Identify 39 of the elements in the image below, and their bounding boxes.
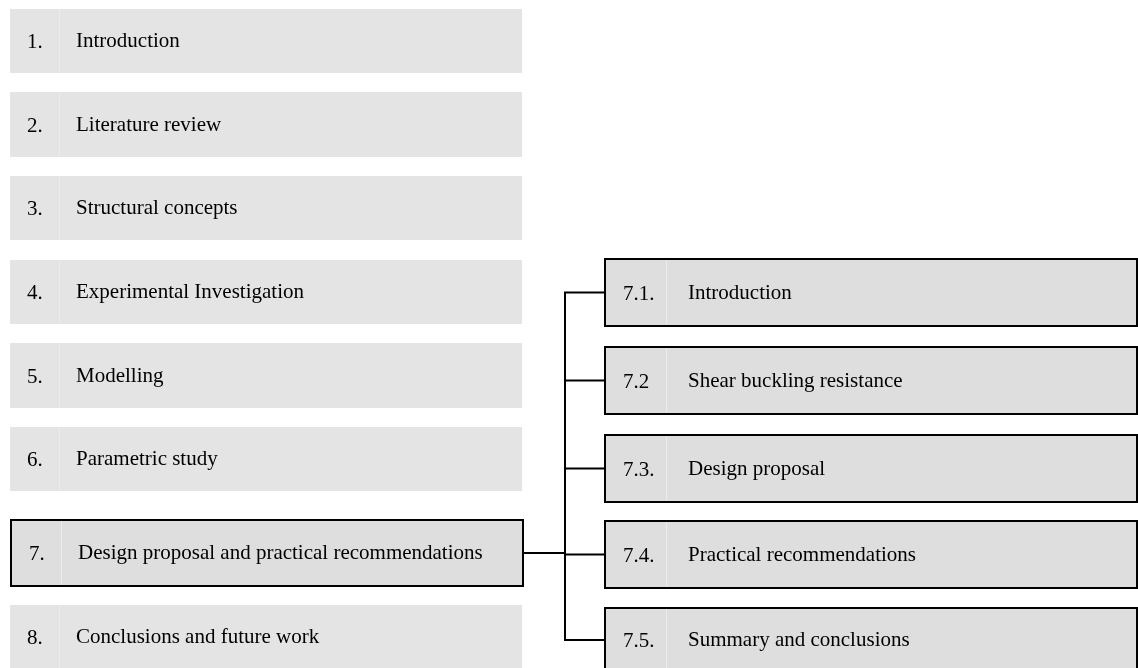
section-number: 7.5. — [623, 627, 655, 653]
section-box — [604, 258, 1138, 327]
section-number: 7.3. — [623, 456, 655, 481]
section-box — [10, 176, 522, 240]
section-number: 5. — [27, 363, 43, 388]
section-title: Design proposal and practical recommendations — [78, 541, 484, 565]
section-number: 7.4. — [623, 542, 655, 567]
section-box — [604, 607, 1138, 668]
section-title: Introduction — [76, 29, 181, 53]
section-title: Literature review — [76, 112, 223, 137]
section-box — [10, 9, 522, 73]
section-number: 8. — [27, 624, 43, 649]
section-title: Experimental Investigation — [76, 280, 306, 304]
section-title: Modelling — [76, 363, 165, 388]
section-box — [10, 605, 522, 668]
section-title: Conclusions and future work — [76, 624, 321, 649]
section-number: 7.1. — [623, 280, 655, 305]
section-box — [604, 434, 1138, 503]
section-title: Structural concepts — [76, 196, 239, 220]
section-title: Practical recommendations — [688, 542, 917, 567]
section-number: 7.2 — [623, 368, 650, 393]
section-title: Parametric study — [76, 447, 219, 471]
section-box — [10, 343, 522, 408]
section-box — [10, 260, 522, 324]
section-title: Design proposal — [688, 456, 827, 481]
section-box — [604, 346, 1138, 415]
section-title: Shear buckling resistance — [688, 368, 904, 393]
section-title: Summary and conclusions — [688, 628, 911, 652]
section-box — [10, 427, 522, 491]
section-number: 1. — [27, 28, 43, 54]
section-box — [10, 92, 522, 157]
section-number: 7. — [29, 540, 45, 566]
section-number: 6. — [27, 446, 43, 472]
section-number: 4. — [27, 279, 43, 305]
section-box — [604, 520, 1138, 589]
section-box — [10, 519, 524, 587]
section-number: 3. — [27, 195, 43, 221]
section-number: 2. — [27, 112, 43, 137]
section-title: Introduction — [688, 280, 793, 305]
